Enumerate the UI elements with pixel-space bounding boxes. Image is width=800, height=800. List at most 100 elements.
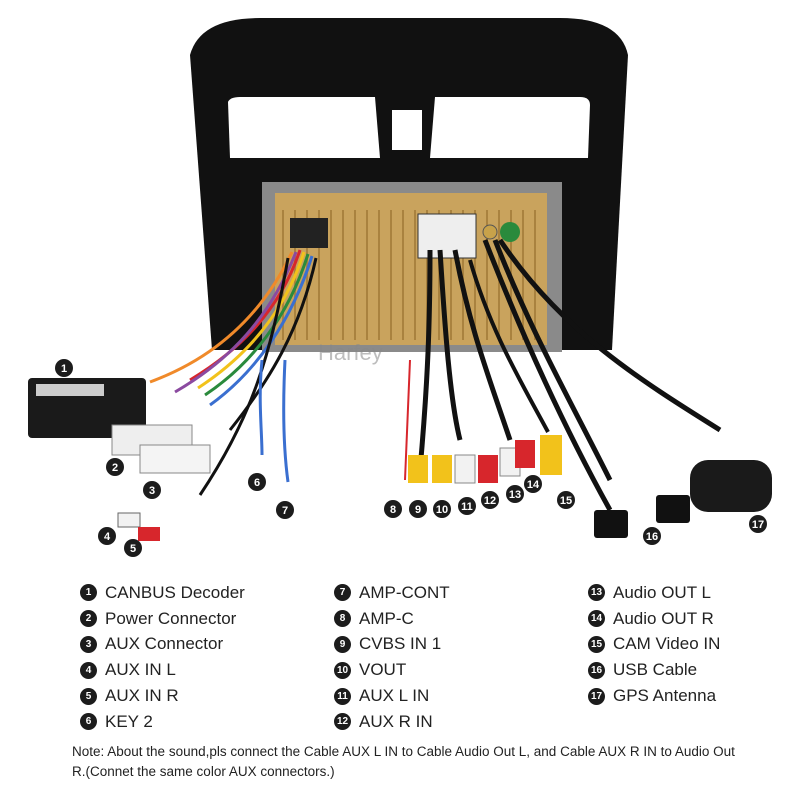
badge-7: 7 — [276, 501, 294, 519]
legend-label: VOUT — [359, 660, 407, 680]
watermark: Harfey — [318, 340, 383, 365]
legend-item: 17 GPS Antenna — [588, 683, 720, 709]
legend-item: 2 Power Connector — [80, 606, 245, 632]
legend-item: 11 AUX L IN — [334, 683, 450, 709]
badge-10: 10 — [433, 500, 451, 518]
number-badge: 17 — [588, 687, 605, 705]
number-badge: 11 — [334, 687, 351, 705]
legend-label: CVBS IN 1 — [359, 634, 442, 654]
legend-item: 15 CAM Video IN — [588, 632, 720, 658]
canbus-decoder — [28, 378, 146, 438]
badge-1: 1 — [55, 359, 73, 377]
legend-item: 3 AUX Connector — [80, 632, 245, 658]
number-badge: 3 — [80, 635, 97, 653]
badge-13: 13 — [506, 485, 524, 503]
svg-text:11: 11 — [461, 501, 473, 513]
number-badge: 15 — [588, 635, 605, 653]
legend-item: 1 CANBUS Decoder — [80, 580, 245, 606]
number-badge: 8 — [334, 610, 351, 628]
usb-cables — [594, 495, 690, 538]
legend-column-1: 1 CANBUS Decoder 2 Power Connector 3 AUX Co… — [80, 580, 245, 735]
legend-label: AUX IN L — [105, 660, 176, 680]
gps-antenna — [690, 460, 772, 512]
legend-label: Audio OUT L — [613, 582, 711, 602]
legend-item: 12 AUX R IN — [334, 709, 450, 735]
badge-9: 9 — [409, 500, 427, 518]
badge-2: 2 — [106, 458, 124, 476]
badge-6: 6 — [248, 473, 266, 491]
number-badge: 10 — [334, 661, 351, 679]
legend-label: CANBUS Decoder — [105, 582, 245, 602]
number-badge: 7 — [334, 584, 351, 602]
svg-text:10: 10 — [436, 504, 448, 516]
legend-label: CAM Video IN — [613, 634, 721, 654]
legend-label: AUX L IN — [359, 686, 430, 706]
number-badge: 4 — [80, 661, 97, 679]
legend-label: USB Cable — [613, 660, 698, 680]
svg-text:14: 14 — [527, 479, 540, 491]
legend-label: AUX Connector — [105, 634, 224, 654]
wire-harness — [149, 238, 722, 512]
legend-label: AUX R IN — [359, 711, 433, 731]
legend-item: 5 AUX IN R — [80, 683, 245, 709]
svg-text:6: 6 — [254, 477, 260, 489]
legend-label: AMP-CONT — [359, 582, 450, 602]
number-badge: 9 — [334, 635, 351, 653]
legend-item: 10 VOUT — [334, 657, 450, 683]
legend-label: Power Connector — [105, 608, 237, 628]
svg-text:12: 12 — [484, 495, 496, 507]
number-badge: 1 — [80, 584, 97, 602]
svg-text:1: 1 — [61, 363, 67, 375]
svg-text:16: 16 — [646, 531, 658, 543]
svg-text:5: 5 — [130, 543, 136, 555]
svg-text:15: 15 — [560, 495, 572, 507]
badge-11: 11 — [458, 497, 476, 515]
svg-text:9: 9 — [415, 504, 421, 516]
legend-item: 4 AUX IN L — [80, 657, 245, 683]
badge-15: 15 — [557, 491, 575, 509]
legend-label: AMP-C — [359, 608, 414, 628]
legend-column-3: 13 Audio OUT L 14 Audio OUT R 15 CAM Video … — [588, 580, 720, 709]
legend-item: 13 Audio OUT L — [588, 580, 720, 606]
badge-8: 8 — [384, 500, 402, 518]
legend-label: GPS Antenna — [613, 686, 717, 706]
badge-17: 17 — [749, 515, 767, 533]
legend-item: 9 CVBS IN 1 — [334, 632, 450, 658]
legend-item: 16 USB Cable — [588, 657, 720, 683]
legend-item: 14 Audio OUT R — [588, 606, 720, 632]
badge-3: 3 — [143, 481, 161, 499]
svg-text:3: 3 — [149, 485, 155, 497]
legend-label: AUX IN R — [105, 686, 179, 706]
aux-in-plugs — [117, 512, 160, 541]
svg-text:2: 2 — [112, 462, 118, 474]
legend-label: Audio OUT R — [613, 608, 714, 628]
number-badge: 14 — [588, 610, 605, 628]
badge-16: 16 — [643, 527, 661, 545]
badge-4: 4 — [98, 527, 116, 545]
svg-text:4: 4 — [104, 531, 111, 543]
callout-badges: 1 2 3 4 5 6 7 8 9 10 11 12 13 14 15 16 1… — [55, 359, 767, 557]
number-badge: 6 — [80, 713, 97, 731]
head-unit-rear — [262, 182, 562, 352]
badge-5: 5 — [124, 539, 142, 557]
number-badge: 13 — [588, 584, 605, 602]
rca-plugs — [408, 435, 562, 484]
legend-item: 8 AMP-C — [334, 606, 450, 632]
svg-text:13: 13 — [509, 489, 521, 501]
number-badge: 16 — [588, 661, 605, 679]
svg-text:8: 8 — [390, 504, 396, 516]
svg-text:7: 7 — [282, 505, 288, 517]
power-connector — [111, 424, 211, 474]
wiring-note: Note: About the sound,pls connect the Ca… — [72, 744, 735, 779]
number-badge: 12 — [334, 713, 351, 731]
legend-label: KEY 2 — [105, 711, 153, 731]
legend-item: 6 KEY 2 — [80, 709, 245, 735]
svg-text:17: 17 — [752, 519, 764, 531]
product-photo: Harfey — [28, 18, 772, 557]
number-badge: 2 — [80, 610, 97, 628]
badge-12: 12 — [481, 491, 499, 509]
badge-14: 14 — [524, 475, 542, 493]
legend-item: 7 AMP-CONT — [334, 580, 450, 606]
number-badge: 5 — [80, 687, 97, 705]
